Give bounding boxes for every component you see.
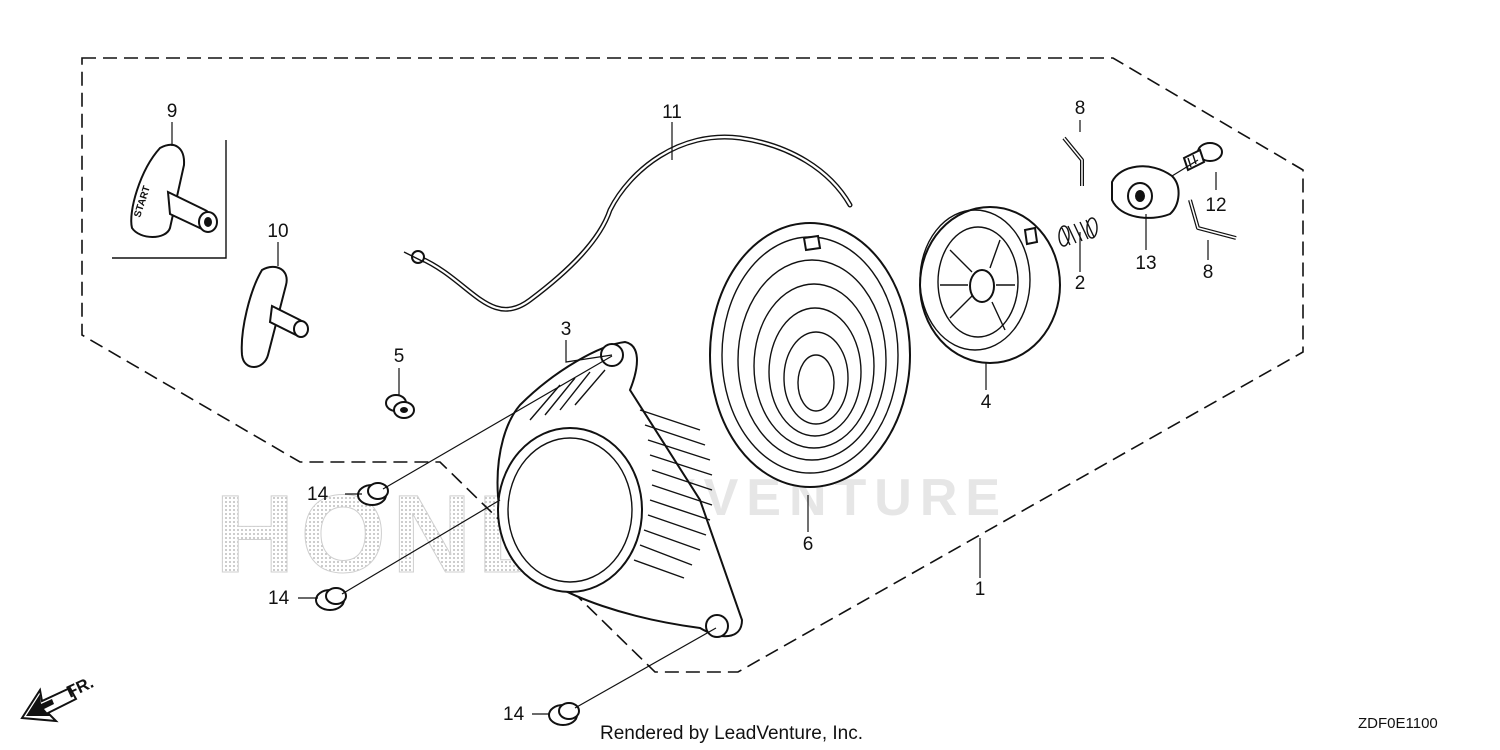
assembly-outline — [81, 57, 1304, 673]
callout-10: 10 — [267, 221, 288, 242]
callout-3: 3 — [561, 319, 572, 340]
starter-grip-9: START — [130, 143, 218, 238]
grip-10 — [240, 265, 309, 368]
bolt-12 — [1182, 142, 1223, 172]
render-credit: Rendered by LeadVenture, Inc. — [600, 723, 863, 744]
callout-9: 9 — [167, 101, 178, 122]
ratchet-13 — [1111, 165, 1180, 219]
callout-12: 12 — [1205, 195, 1226, 216]
callout-14b: 14 — [268, 588, 290, 609]
flange-nut-14b — [315, 587, 347, 611]
leader-lines — [171, 120, 1217, 715]
reel-4 — [919, 206, 1061, 364]
callout-14a: 14 — [307, 484, 329, 505]
front-arrow-icon — [20, 686, 78, 723]
callout-4: 4 — [981, 392, 992, 413]
callout-11: 11 — [662, 102, 682, 123]
callout-8b: 8 — [1203, 262, 1214, 283]
diagram-code: ZDF0E1100 — [1358, 715, 1438, 732]
recoil-spring-6 — [709, 222, 911, 488]
callout-8a: 8 — [1075, 98, 1086, 119]
callout-1: 1 — [975, 579, 986, 600]
spring-2 — [1058, 217, 1098, 247]
callout-6: 6 — [803, 534, 814, 555]
grip-bracket — [112, 140, 227, 259]
callout-14c: 14 — [503, 704, 525, 725]
bushing-5 — [385, 394, 415, 419]
starter-rope-11 — [403, 134, 853, 312]
fan-cover-3 — [496, 340, 744, 638]
callout-5: 5 — [394, 346, 405, 367]
flange-nut-14a — [357, 482, 389, 506]
flange-nut-14c — [548, 702, 580, 726]
callout-2: 2 — [1075, 273, 1086, 294]
pin-8a — [1062, 136, 1084, 186]
callout-13: 13 — [1135, 253, 1156, 274]
